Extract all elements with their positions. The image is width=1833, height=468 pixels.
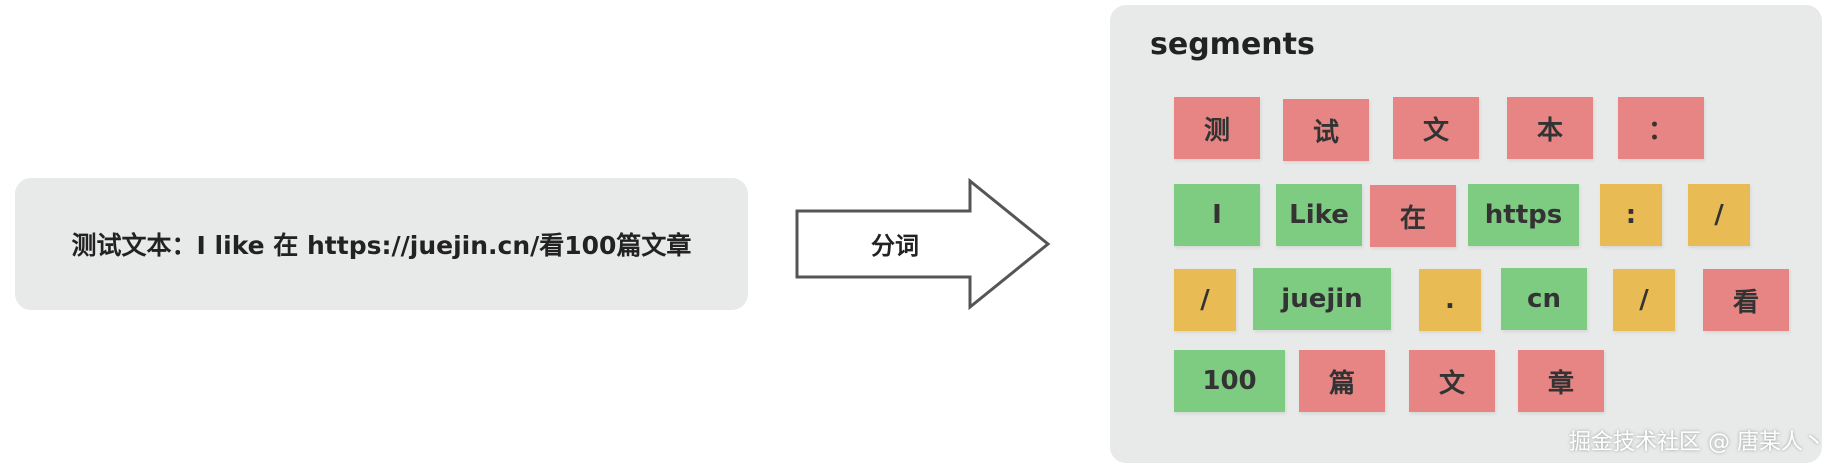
segments-panel: segments 测 试 文 本 ： I Like 在 https : / / … <box>1110 5 1822 463</box>
segment-token: ： <box>1618 97 1704 159</box>
segment-token: 试 <box>1283 99 1369 161</box>
segment-token: 篇 <box>1299 350 1385 412</box>
watermark: 掘金技术社区 @ 唐某人丶 <box>1569 430 1825 455</box>
input-text: 测试文本：I like 在 https://juejin.cn/看100篇文章 <box>71 231 692 260</box>
panel-title: segments <box>1150 27 1315 62</box>
segment-token: / <box>1174 269 1236 331</box>
segment-token: 100 <box>1174 350 1285 412</box>
segment-token: 测 <box>1174 97 1260 159</box>
segment-token: . <box>1419 269 1481 331</box>
segment-token: 文 <box>1393 97 1479 159</box>
segment-token: 章 <box>1518 350 1604 412</box>
segment-token: / <box>1613 269 1675 331</box>
segment-token: cn <box>1501 268 1587 330</box>
input-text-box: 测试文本：I like 在 https://juejin.cn/看100篇文章 <box>15 178 748 310</box>
segment-token: I <box>1174 184 1260 246</box>
segment-token: 文 <box>1409 350 1495 412</box>
segment-token: 看 <box>1703 269 1789 331</box>
segment-token: https <box>1468 184 1579 246</box>
segment-token: : <box>1600 184 1662 246</box>
segment-token: 本 <box>1507 97 1593 159</box>
segment-token: / <box>1688 184 1750 246</box>
segment-token: Like <box>1276 184 1362 246</box>
segment-token: juejin <box>1253 268 1391 330</box>
segment-token: 在 <box>1370 185 1456 247</box>
arrow-label: 分词 <box>871 232 919 260</box>
right-arrow-icon <box>795 178 1051 310</box>
